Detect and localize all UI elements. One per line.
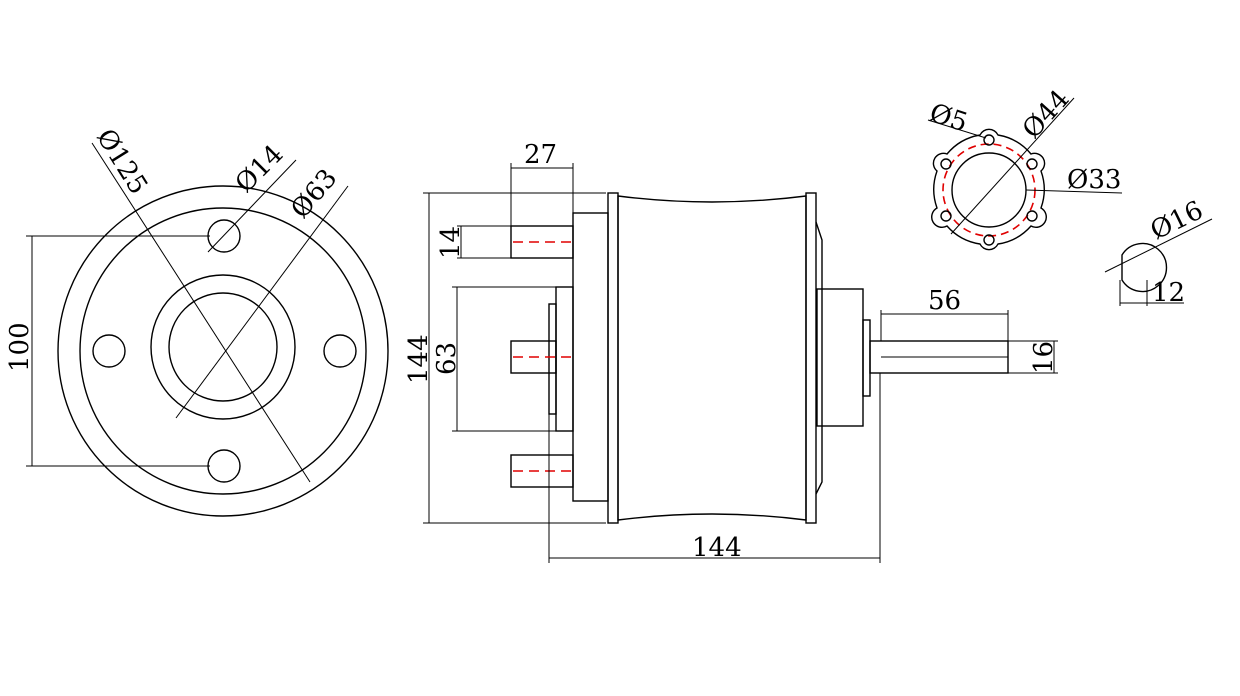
bolt-hole-bottom	[207, 449, 241, 483]
label-shaft-length: 56	[928, 286, 961, 316]
leader-dia-bore	[175, 185, 349, 419]
label-dia-pcd: Ø44	[1017, 84, 1076, 145]
motor-body	[617, 195, 807, 521]
bolt-circle	[79, 207, 367, 495]
mount-hole-3	[1026, 210, 1038, 222]
label-height-total: 144	[404, 334, 434, 384]
front-hub-step	[548, 303, 557, 415]
stud-bottom	[510, 454, 574, 488]
label-dia-shaft: Ø16	[1146, 195, 1208, 246]
leader-dia-hole	[207, 159, 297, 253]
stud-top	[510, 225, 574, 259]
mount-hole-4	[983, 234, 995, 246]
label-height-inner: 63	[432, 342, 462, 375]
front-hub	[555, 286, 574, 432]
leader-dia-small-hole	[927, 119, 987, 139]
front-view: Ø125 Ø14 Ø63 100	[5, 124, 389, 517]
label-dia-hole: Ø14	[230, 139, 290, 199]
label-flat: 12	[1152, 278, 1185, 308]
mount-hole-5	[940, 210, 952, 222]
rear-boss	[816, 288, 864, 427]
label-dia-outer: Ø125	[90, 124, 153, 200]
label-flange-width: 27	[524, 140, 557, 170]
label-stud-dia: 14	[436, 226, 466, 259]
leader-dia-pcd	[950, 97, 1075, 235]
flange-plate	[607, 192, 619, 524]
shaft-section	[1121, 242, 1168, 293]
rear-cap-bevel	[815, 221, 823, 495]
shaft-collar	[862, 319, 871, 397]
pitch-circle	[942, 143, 1036, 237]
label-dia-bore: Ø63	[285, 164, 343, 225]
stud-mid	[510, 340, 557, 374]
mount-hole-1	[983, 134, 995, 146]
bolt-hole-left	[92, 334, 126, 368]
mount-hole-6	[940, 158, 952, 170]
label-dia-center: Ø33	[1067, 165, 1121, 195]
label-bolt-spacing: 100	[5, 322, 35, 372]
center-bore	[951, 152, 1027, 228]
hub-outer-circle	[150, 274, 296, 420]
label-shaft-dia: 16	[1029, 341, 1059, 374]
leader-dia-shaft	[1104, 218, 1213, 273]
label-length-total: 144	[692, 533, 742, 563]
flange-outline	[931, 128, 1047, 251]
label-dia-small-hole: Ø5	[926, 98, 971, 138]
bolt-hole-right	[323, 334, 357, 368]
mount-flange	[572, 212, 609, 502]
shaft-detail: Ø16 12	[1104, 195, 1213, 308]
rear-cap	[805, 192, 817, 524]
leader-dia-outer	[91, 142, 311, 483]
flange-detail: Ø5 Ø44 Ø33	[926, 84, 1123, 251]
leader-dia-center	[1025, 189, 1123, 194]
mount-hole-2	[1026, 158, 1038, 170]
hub-inner-circle	[168, 292, 278, 402]
side-view: 144 63 14 27 144 56 16	[404, 140, 1059, 563]
outer-flange-circle	[57, 185, 389, 517]
